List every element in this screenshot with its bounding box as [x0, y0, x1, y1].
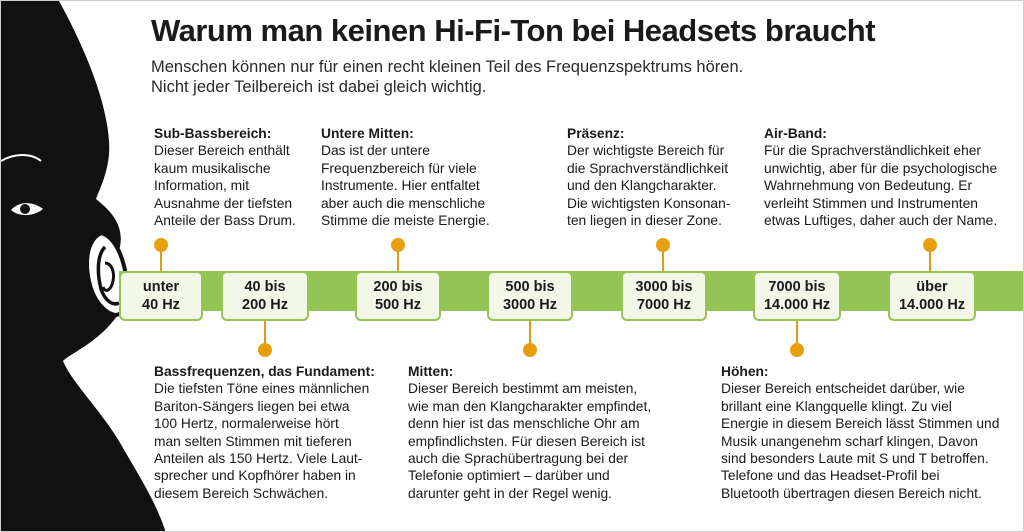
freq-label-line: 3000 Hz	[502, 297, 557, 313]
desc-bass: Bassfrequenzen, das Fundament: Die tiefs…	[154, 363, 375, 502]
desc-line: empfindlichsten. Für diesen Bereich ist	[408, 433, 645, 449]
freq-box-low-mids: 200 bis 500 Hz	[355, 271, 441, 321]
desc-line: Frequenzbereich für viele	[321, 160, 477, 176]
desc-line: denn hier ist das menschliche Ohr am	[408, 416, 640, 432]
desc-line: Stimme die meiste Energie.	[321, 213, 490, 229]
desc-line: sprecher und Kopfhörer haben in	[154, 468, 356, 484]
desc-line: Information, mit	[154, 178, 250, 194]
desc-line: auch die Sprachübertragung bei der	[408, 451, 629, 467]
desc-line: Anteilen als 150 Hertz. Viele Laut-	[154, 451, 363, 467]
desc-line: Energie in diesem Bereich lässt Stimmen …	[721, 416, 1000, 432]
desc-line: Ausnahme der tiefsten	[154, 195, 293, 211]
freq-label-line: 3000 bis	[635, 279, 693, 295]
freq-box-sub-bass: unter 40 Hz	[119, 271, 203, 321]
head-silhouette-icon	[1, 1, 166, 531]
freq-label-line: 40 Hz	[142, 297, 180, 313]
freq-label-line: unter	[142, 279, 180, 295]
desc-heading: Air-Band:	[764, 126, 827, 141]
desc-line: die Sprachverständlichkeit	[567, 160, 729, 176]
freq-box-air: über 14.000 Hz	[888, 271, 976, 321]
freq-box-mids: 500 bis 3000 Hz	[487, 271, 573, 321]
freq-label-line: 7000 bis	[768, 279, 826, 295]
desc-heading: Mitten:	[408, 364, 454, 379]
connector-dot-icon	[923, 238, 937, 252]
desc-line: wie man den Klangcharakter empfindet,	[408, 398, 652, 414]
desc-line: Für die Sprachverständlichkeit eher	[764, 143, 982, 159]
freq-box-bass: 40 bis 200 Hz	[221, 271, 309, 321]
connector-line	[662, 246, 664, 271]
connector-line	[160, 246, 162, 271]
freq-label-line: 7000 Hz	[636, 297, 691, 313]
connector-line	[264, 321, 266, 349]
desc-heading: Bassfrequenzen, das Fundament:	[154, 364, 375, 379]
freq-label-line: 14.000 Hz	[763, 297, 831, 313]
desc-line: Dieser Bereich bestimmt am meisten,	[408, 381, 638, 397]
desc-presence: Präsenz: Der wichtigste Bereich für die …	[567, 125, 730, 229]
desc-sub-bass: Sub-Bassbereich: Dieser Bereich enthält …	[154, 125, 296, 229]
connector-dot-icon	[391, 238, 405, 252]
freq-label-line: 500 bis	[505, 279, 555, 295]
connector-line	[929, 246, 931, 271]
desc-line: darunter geht in der Regel wenig.	[408, 485, 613, 501]
desc-heading: Sub-Bassbereich:	[154, 126, 272, 141]
freq-label-line: 14.000 Hz	[898, 297, 966, 313]
desc-line: aber auch die menschliche	[321, 195, 486, 211]
desc-line: 100 Hertz, normalerweise hört	[154, 416, 339, 432]
connector-dot-icon	[258, 343, 272, 357]
desc-line: und den Klangcharakter.	[567, 178, 717, 194]
desc-line: man selten Stimmen mit tieferen	[154, 433, 352, 449]
connector-line	[529, 321, 531, 349]
desc-line: Die tiefsten Töne eines männlichen	[154, 381, 370, 397]
desc-line: Der wichtigste Bereich für	[567, 143, 725, 159]
connector-dot-icon	[154, 238, 168, 252]
desc-line: diesem Bereich Schwächen.	[154, 485, 329, 501]
desc-line: Das ist der untere	[321, 143, 430, 159]
subtitle: Menschen können nur für einen recht klei…	[151, 57, 743, 97]
desc-heading: Untere Mitten:	[321, 126, 414, 141]
desc-line: Wahrnehmung von Bedeutung. Er	[764, 178, 973, 194]
desc-line: Die wichtigsten Konsonan-	[567, 195, 731, 211]
desc-line: Bariton-Sängers liegen bei etwa	[154, 398, 350, 414]
connector-dot-icon	[523, 343, 537, 357]
freq-box-highs: 7000 bis 14.000 Hz	[753, 271, 841, 321]
connector-line	[796, 321, 798, 349]
desc-low-mids: Untere Mitten: Das ist der untere Freque…	[321, 125, 490, 229]
desc-line: brillant eine Klangquelle klingt. Zu vie…	[721, 398, 952, 414]
desc-line: Bluetooth übertragen diesen Bereich nich…	[721, 485, 982, 501]
desc-air-band: Air-Band: Für die Sprachverständlichkeit…	[764, 125, 997, 229]
connector-dot-icon	[656, 238, 670, 252]
freq-label-line: 200 bis	[373, 279, 423, 295]
freq-label-line: 200 Hz	[242, 297, 288, 313]
freq-label-line: über	[916, 279, 948, 295]
desc-line: unwichtig, aber für die psychologische	[764, 160, 998, 176]
connector-dot-icon	[790, 343, 804, 357]
subtitle-line: Nicht jeder Teilbereich ist dabei gleich…	[151, 78, 487, 96]
desc-line: verleiht Stimmen und Instrumenten	[764, 195, 978, 211]
desc-line: Anteile der Bass Drum.	[154, 213, 296, 229]
desc-line: ten liegen in dieser Zone.	[567, 213, 722, 229]
connector-line	[397, 246, 399, 271]
desc-line: Instrumente. Hier entfaltet	[321, 178, 480, 194]
desc-line: Dieser Bereich enthält	[154, 143, 290, 159]
desc-line: Dieser Bereich entscheidet darüber, wie	[721, 381, 965, 397]
freq-label-line: 500 Hz	[375, 297, 421, 313]
desc-mids: Mitten: Dieser Bereich bestimmt am meist…	[408, 363, 651, 502]
freq-box-presence: 3000 bis 7000 Hz	[621, 271, 707, 321]
desc-highs: Höhen: Dieser Bereich entscheidet darübe…	[721, 363, 999, 502]
subtitle-line: Menschen können nur für einen recht klei…	[151, 58, 744, 76]
desc-line: kaum musikalische	[154, 160, 271, 176]
desc-line: Telefonie optimiert – darüber und	[408, 468, 610, 484]
page-title: Warum man keinen Hi-Fi-Ton bei Headsets …	[151, 13, 876, 48]
desc-heading: Höhen:	[721, 364, 769, 379]
desc-line: Telefone und das Headset-Profil bei	[721, 468, 940, 484]
desc-line: etwas Luftiges, daher auch der Name.	[764, 213, 998, 229]
desc-line: sind besonders Laute mit S und T betroff…	[721, 451, 989, 467]
freq-label-line: 40 bis	[244, 279, 286, 295]
desc-heading: Präsenz:	[567, 126, 625, 141]
desc-line: Musik unangenehm scharf klingen, Davon	[721, 433, 978, 449]
